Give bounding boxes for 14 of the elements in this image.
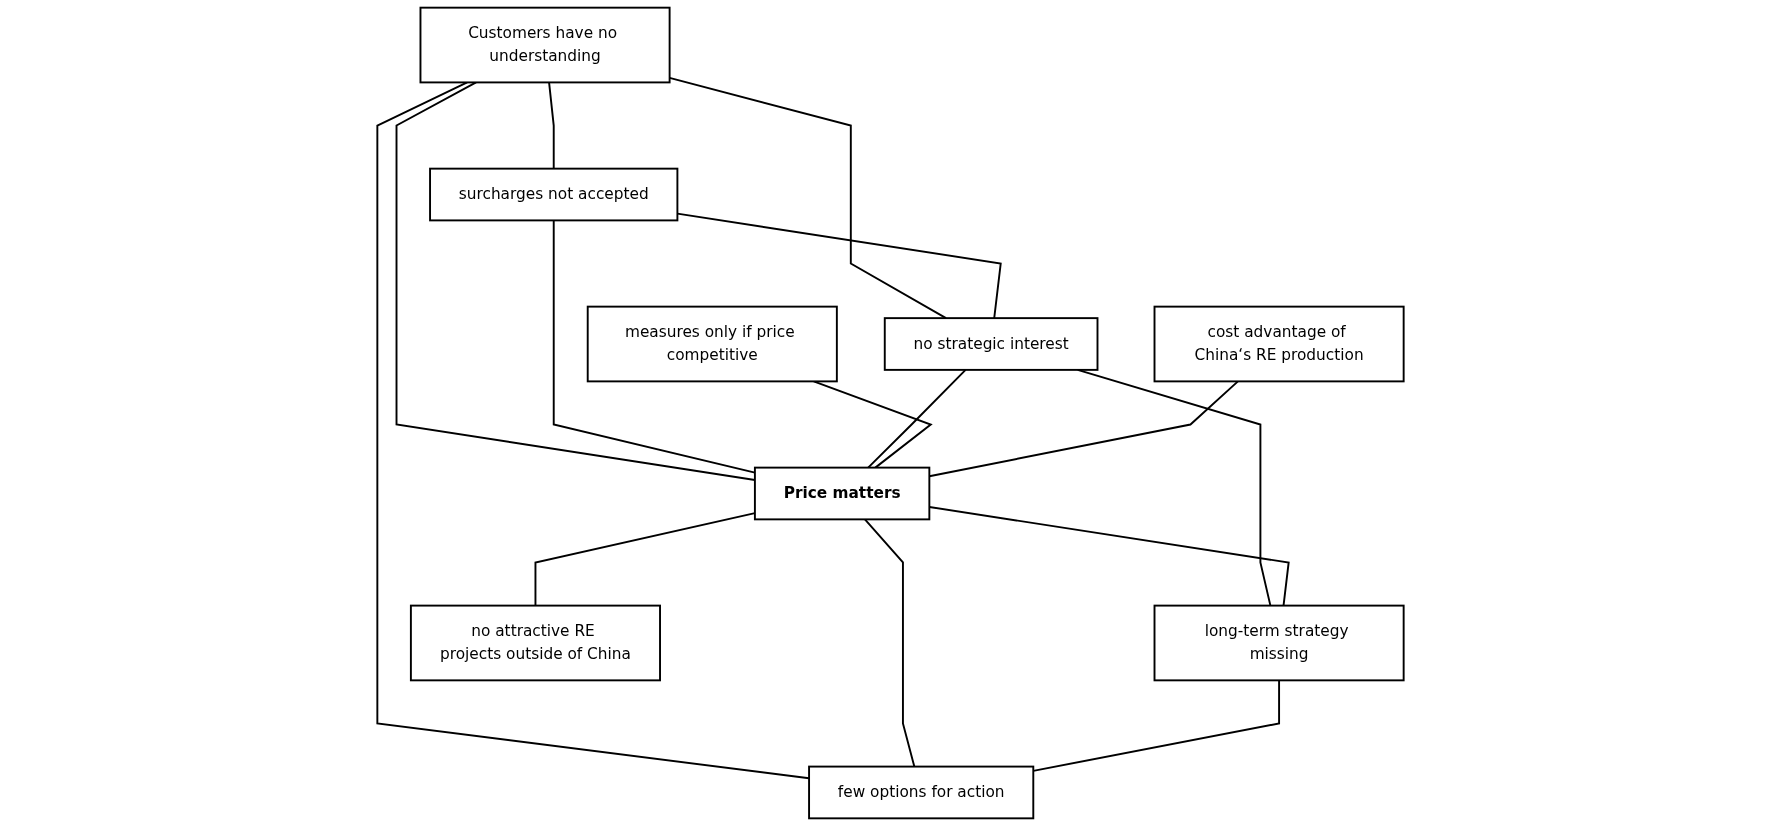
node-box: surcharges not accepted [429,167,679,222]
connector [376,81,810,780]
node-box: Customers have no understanding [419,6,671,84]
node-box: measures only if price competitive [586,305,838,383]
node-box: no attractive RE projects outside of China [409,604,661,682]
node-box: no strategic interest [883,317,1099,371]
connector [863,518,916,768]
connector [812,380,933,469]
node-box: long-term strategy missing [1153,604,1405,682]
connector [548,81,555,170]
node-box: cost advantage of China‘s RE production [1153,305,1405,383]
node-box: Price matters [753,466,931,521]
node-box: few options for action [808,765,1035,820]
connector [867,368,967,469]
